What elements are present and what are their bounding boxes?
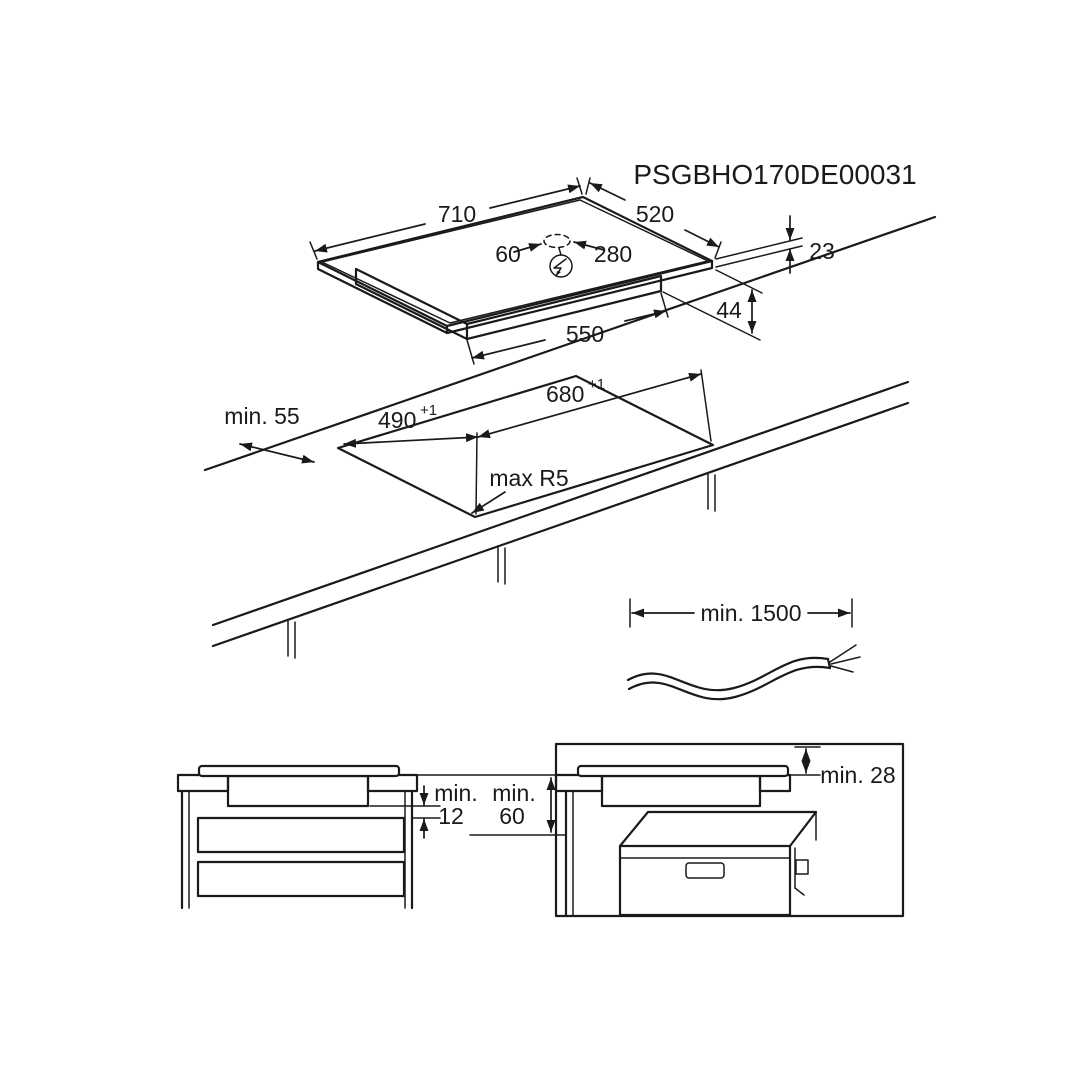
dim-vent-gap: min. 60 [416,774,566,836]
cable-sheath-top [626,656,830,692]
power-cable-view: min. 1500 [626,598,861,701]
hob-glass-side [197,764,401,778]
dim-oven-gap: min. 28 [789,746,896,788]
hob-housing [354,267,663,341]
worktop-front-face [211,401,910,648]
oven-side-view: min. 28 [554,742,905,918]
dim-cutout-depth-tolerance: +1 [420,402,437,419]
dim-wall-clearance: min. 55 [224,403,315,464]
hob-isometric-view: 710 520 60 280 23 [309,177,835,365]
worktop-front-edge [211,380,910,627]
dim-cutout-size: 490 +1 680 +1 [343,369,712,515]
dim-vent-gap-value: 60 [499,803,525,829]
dim-hob-width-label: 710 [438,201,476,227]
dim-housing-depth: 44 [662,269,763,341]
dim-hob-width: 710 [309,177,583,260]
dim-cable-length-label: min. 1500 [700,600,801,626]
mains-cable-hole [543,233,571,249]
hob-glass-side-oven [576,764,790,778]
drawer-upper [196,816,406,854]
dim-corner-radius-label: max R5 [489,465,568,491]
worktop-left-piece [554,773,604,793]
worktop-left-section [176,773,230,793]
dim-cutout-depth-label: 490 [378,407,416,433]
power-symbol-leader [558,247,562,256]
dim-hob-depth: 520 [585,177,722,259]
dim-drawer-gap-prefix: min. [434,780,477,806]
dim-glass-thickness: 23 [715,215,835,274]
worktop-cutout-outline [336,374,715,519]
lightning-bolt-icon [549,254,573,278]
dim-mains-offset-label: 60 [495,241,521,267]
cable-wire-ends [829,644,861,673]
dim-cutout-width-tolerance: +1 [588,376,605,393]
worktop-legs [287,472,716,659]
hob-body-side-oven [600,774,762,808]
oven-side-bracket [794,847,809,896]
dim-mains-offset-right-label: 280 [594,241,632,267]
hob-body-side [226,774,370,808]
product-code-label: PSGBHO170DE00031 [633,159,916,190]
worktop-cutout-view: min. 55 490 +1 680 +1 max R5 [203,215,937,659]
worktop-back-edge [203,215,937,472]
drawer-side-view: min. 12 min. 60 [176,764,566,910]
dim-vent-gap-prefix: min. [492,780,535,806]
worktop-right-section [366,773,419,793]
drawer-lower [196,860,406,898]
worktop-right-piece [758,773,792,793]
cabinet-sides [180,789,414,910]
dim-oven-gap-label: min. 28 [820,762,895,788]
dim-corner-radius: max R5 [471,465,569,514]
dim-hob-depth-label: 520 [636,201,674,227]
dim-drawer-gap-value: 12 [438,803,464,829]
hob-glass-slab [316,259,714,335]
dim-housing-depth-label: 44 [716,297,742,323]
cabinet-side-panel [564,789,574,917]
cable-sheath-end [826,657,832,670]
hob-glass-inner-edge [321,199,709,324]
oven-body [618,810,818,917]
dim-wall-clearance-label: min. 55 [224,403,299,429]
cable-sheath-bottom [627,665,832,701]
dim-drawer-gap: min. 12 [369,780,478,839]
oven-handle [685,862,725,879]
dim-cutout-width-label: 680 [546,381,584,407]
dim-mains-hole-position: 60 280 [495,240,632,267]
